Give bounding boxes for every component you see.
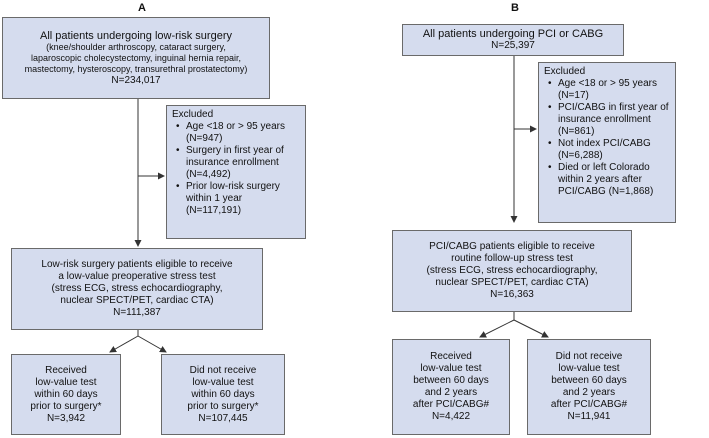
a-excluded-box: Excluded Age <18 or > 95 years (N=947) S… [166,105,306,239]
b-eligible-line-3: (stress ECG, stress echocardiography, [426,265,598,276]
b-not-received-box: Did not receive low-value test between 6… [527,339,651,435]
a-received-line-1: Received [45,364,87,376]
b-ex-age-n: (N=17) [558,90,589,101]
b-excluded-item: Not index PCI/CABG (N=6,288) [548,138,670,162]
b-received-line-1: Received [430,351,472,362]
a-arrow-left [109,335,139,353]
a-received-line-4: prior to surgery* [30,400,102,412]
a-arrow-right [137,335,167,353]
a-start-detail-3: mastectomy, hysteroscopy, transurethral … [24,63,248,74]
a-eligible-line-4: nuclear SPECT/PET, cardiac CTA) [60,295,214,306]
a-received-box: Received low-value test within 60 days p… [11,354,121,435]
a-start-box: All patients undergoing low-risk surgery… [2,17,270,99]
b-excluded-title: Excluded [544,66,586,77]
a-excluded-title: Excluded [172,109,214,120]
b-ex-index-n: (N=6,288) [558,150,603,161]
b-eligible-line-4: nuclear SPECT/PET, cardiac CTA) [435,277,589,288]
a-excluded-item: Age <18 or > 95 years (N=947) [176,121,300,145]
b-excluded-item: Died or left Colorado within 2 years aft… [548,162,670,198]
a-start-detail-2: laparoscopic cholecystectomy, inguinal h… [31,52,241,63]
b-ex-died-2: within 2 years after [558,174,642,185]
b-received-n: N=4,422 [431,411,471,422]
panel-a-label: A [138,2,146,14]
a-received-n: N=3,942 [46,412,86,424]
a-eligible-line-1: Low-risk surgery patients eligible to re… [41,259,233,270]
a-ex-enroll-1: Surgery in first year of [186,145,284,156]
a-start-detail-1: (knee/shoulder arthroscopy, cataract sur… [46,41,226,52]
a-ex-enroll-2: insurance enrollment [186,157,279,168]
b-ex-index-1: Not index PCI/CABG [558,138,651,149]
a-not-received-n: N=107,445 [198,412,248,424]
b-ex-enroll-n: (N=861) [558,126,595,137]
a-eligible-line-2: a low-value preoperative stress test [58,271,216,282]
a-eligible-n: N=111,387 [113,307,161,318]
a-start-title: All patients undergoing low-risk surgery [40,29,232,42]
b-received-line-3: between 60 days [413,375,489,386]
b-ex-age: Age <18 or > 95 years [558,78,657,89]
b-not-received-line-2: low-value test [558,363,620,374]
b-eligible-box: PCI/CABG patients eligible to receive ro… [392,230,632,312]
a-received-line-3: within 60 days [34,388,98,400]
b-not-received-line-1: Did not receive [555,351,623,362]
a-not-received-line-1: Did not receive [189,364,257,376]
b-not-received-line-4: and 2 years [562,387,616,398]
b-ex-enroll-2: insurance enrollment [558,114,651,125]
b-ex-died-n: PCI/CABG (N=1,868) [558,186,654,197]
a-not-received-box: Did not receive low-value test within 60… [161,354,285,435]
b-eligible-n: N=16,363 [490,289,534,300]
a-not-received-line-4: prior to surgery* [187,400,259,412]
a-ex-age-n: (N=947) [186,133,223,144]
b-ex-died-1: Died or left Colorado [558,162,650,173]
b-arrow-right [513,319,549,338]
a-ex-prior-1: Prior low-risk surgery [186,181,280,192]
a-excluded-item: Prior low-risk surgery within 1 year (N=… [176,181,300,217]
a-received-line-2: low-value test [35,376,97,388]
a-ex-age: Age <18 or > 95 years [186,121,285,132]
b-excluded-item: PCI/CABG in first year of insurance enro… [548,102,670,138]
b-start-box: All patients undergoing PCI or CABG N=25… [402,24,624,56]
b-not-received-n: N=11,941 [567,411,611,422]
a-not-received-line-3: within 60 days [191,388,255,400]
b-start-title: All patients undergoing PCI or CABG [422,28,604,40]
b-excluded-list: Age <18 or > 95 years (N=17) PCI/CABG in… [544,78,670,198]
b-eligible-line-1: PCI/CABG patients eligible to receive [429,241,595,252]
b-not-received-line-5: after PCI/CABG# [550,399,628,410]
b-received-box: Received low-value test between 60 days … [392,339,510,435]
panel-b-label: B [511,2,519,14]
b-eligible-line-2: routine follow-up stress test [451,253,573,264]
a-eligible-box: Low-risk surgery patients eligible to re… [11,248,263,330]
a-ex-prior-2: within 1 year [186,193,243,204]
a-ex-prior-n: (N=117,191) [186,205,242,216]
a-ex-enroll-n: (N=4,492) [186,169,231,180]
b-not-received-line-3: between 60 days [551,375,627,386]
b-received-line-4: and 2 years [424,387,478,398]
a-eligible-line-3: (stress ECG, stress echocardiography, [51,283,223,294]
b-received-line-5: after PCI/CABG# [412,399,490,410]
b-arrow-left [479,319,515,338]
a-not-received-line-2: low-value test [192,376,254,388]
b-ex-enroll-1: PCI/CABG in first year of [558,102,669,113]
b-start-n: N=25,397 [491,40,535,51]
a-start-n: N=234,017 [111,74,161,86]
a-excluded-list: Age <18 or > 95 years (N=947) Surgery in… [172,121,300,217]
a-excluded-item: Surgery in first year of insurance enrol… [176,145,300,181]
b-excluded-item: Age <18 or > 95 years (N=17) [548,78,670,102]
b-excluded-box: Excluded Age <18 or > 95 years (N=17) PC… [538,62,676,223]
b-received-line-2: low-value test [420,363,482,374]
